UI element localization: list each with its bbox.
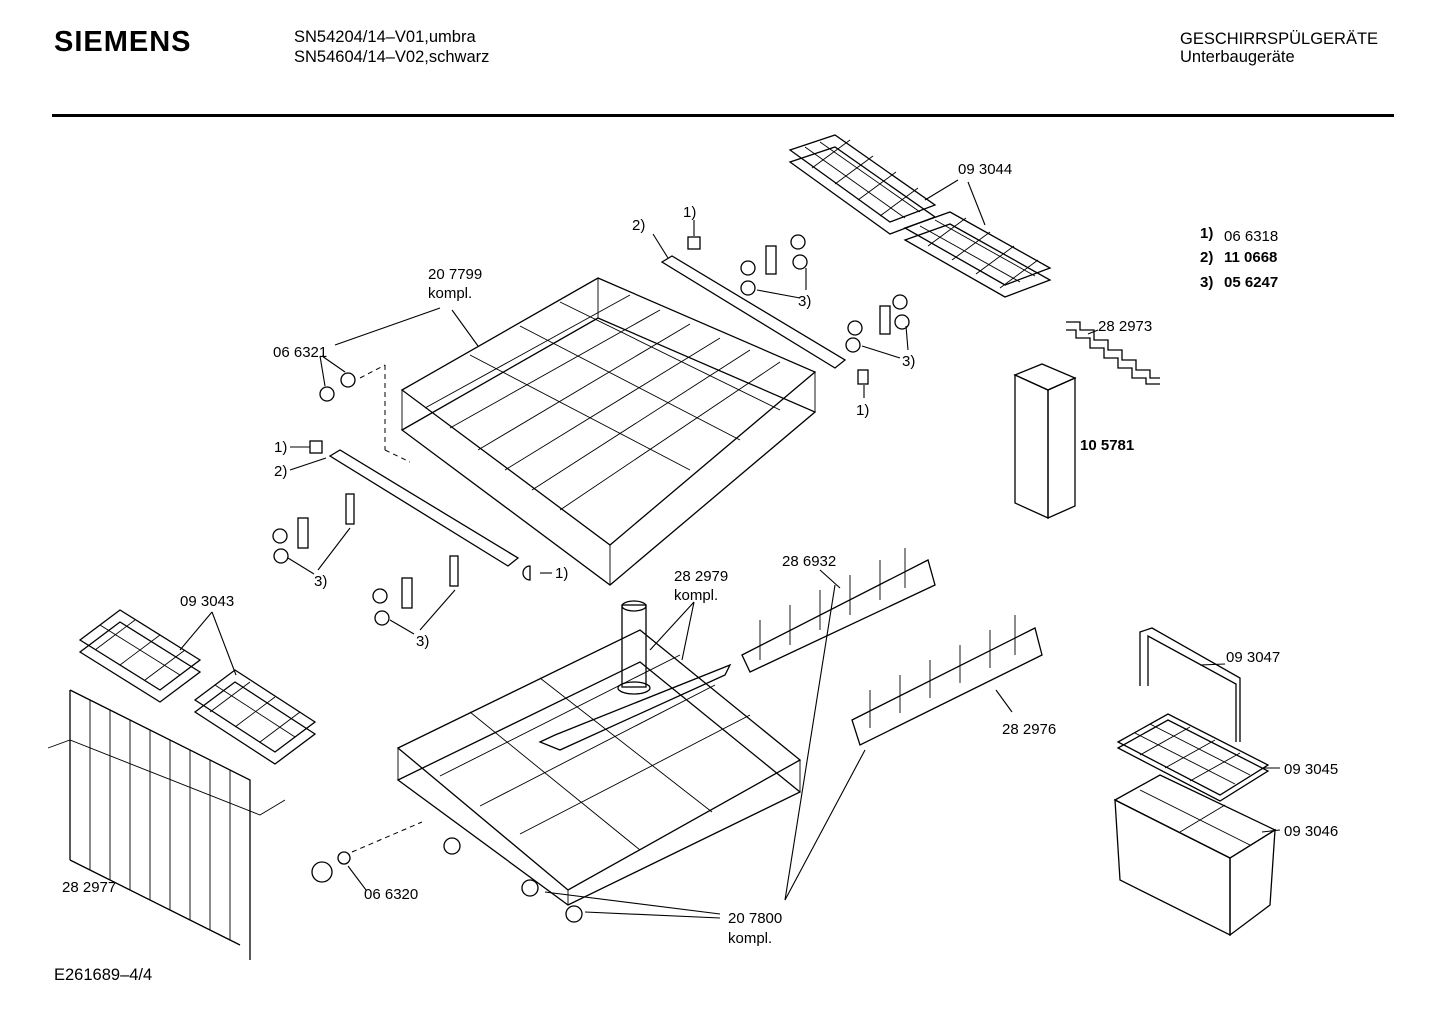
legend-value-1: 06 6318: [1224, 228, 1278, 245]
roller-066320-part: [311, 851, 351, 883]
ref-1-left: 1): [274, 439, 287, 456]
label-286932: 28 6932: [782, 553, 836, 570]
lower-basket-207800-part: [396, 629, 802, 923]
label-282976: 28 2976: [1002, 721, 1056, 738]
legend-key-1: 1): [1200, 225, 1213, 242]
label-207800: 20 7800: [728, 910, 782, 927]
ref-3-lower-b: 3): [416, 633, 429, 650]
model-line-2: SN54604/14–V02,schwarz: [294, 48, 490, 66]
drawing-id: E261689–4/4: [54, 966, 153, 984]
upper-basket-207799-part: [400, 277, 817, 586]
folding-rack-286932-part: [741, 548, 936, 673]
label-093046: 09 3046: [1284, 823, 1338, 840]
legend-key-2: 2): [1200, 249, 1213, 266]
label-207799: 20 7799: [428, 266, 482, 283]
label-207800-kompl: kompl.: [728, 930, 772, 947]
cutlery-basket-093046-part: [1113, 774, 1277, 937]
cutlery-basket-lid-093045-part: [1116, 713, 1270, 802]
model-list: SN54204/14–V01,umbra SN54604/14–V02,schw…: [294, 27, 489, 67]
folding-rack-282976-part: [851, 615, 1043, 746]
label-093043: 09 3043: [180, 593, 234, 610]
legend-value-2: 11 0668: [1224, 249, 1277, 266]
cutlery-rack-093044-part: [788, 134, 1052, 298]
label-282977: 28 2977: [62, 879, 116, 896]
label-066321: 06 6321: [273, 344, 327, 361]
ref-1-top: 1): [683, 204, 696, 221]
ref-2-top: 2): [632, 217, 645, 234]
category-title: GESCHIRRSPÜLGERÄTE: [1180, 30, 1379, 48]
ref-1-lower: 1): [555, 565, 568, 582]
ref-3-upper-b: 3): [902, 353, 915, 370]
category-block: GESCHIRRSPÜLGERÄTE Unterbaugeräte: [1180, 30, 1378, 66]
brand-logo: SIEMENS: [54, 26, 192, 58]
frame-282977-part: [47, 689, 286, 960]
label-282979: 28 2979: [674, 568, 728, 585]
label-093044: 09 3044: [958, 161, 1012, 178]
roller-set-upper-part: [740, 234, 910, 353]
label-066320: 06 6320: [364, 886, 418, 903]
left-roller-066321-part: [319, 372, 356, 402]
ref-3-lower-a: 3): [314, 573, 327, 590]
label-093047: 09 3047: [1226, 649, 1280, 666]
header-divider: [52, 114, 1394, 117]
model-line-1: SN54204/14–V01,umbra: [294, 28, 476, 46]
label-282979-kompl: kompl.: [674, 587, 718, 604]
rack-282973-part: [1066, 321, 1160, 385]
legend-key-3: 3): [1200, 274, 1213, 291]
legend: 1) 06 6318 2) 11 0668 3) 05 6247: [1200, 225, 1278, 291]
ref-1-right: 1): [856, 402, 869, 419]
legend-value-3: 05 6247: [1224, 274, 1278, 291]
cutlery-holder-105781-part: [1013, 363, 1077, 520]
lower-rail-part: [309, 440, 531, 581]
cutlery-basket-handle-093047-part: [1139, 627, 1241, 742]
label-282973: 28 2973: [1098, 318, 1152, 335]
spray-arm-282979-part: [538, 600, 732, 751]
label-207799-kompl: kompl.: [428, 285, 472, 302]
upper-rail-part: [660, 236, 869, 385]
ref-2-left: 2): [274, 463, 287, 480]
label-093045: 09 3045: [1284, 761, 1338, 778]
category-subtitle: Unterbaugeräte: [1180, 48, 1295, 66]
cutlery-rack-093043-part: [78, 609, 317, 765]
roller-set-lower-part: [272, 493, 459, 626]
ref-3-upper-a: 3): [798, 293, 811, 310]
label-105781: 10 5781: [1080, 437, 1134, 454]
